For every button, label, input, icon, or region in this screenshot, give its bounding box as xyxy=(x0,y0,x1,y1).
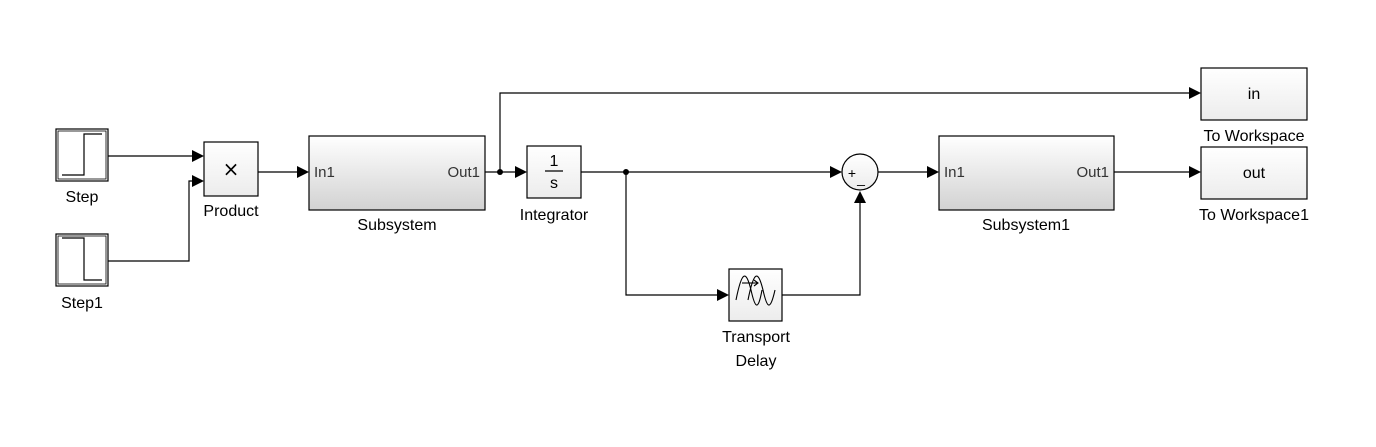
subsystem1-block[interactable]: In1 Out1 Subsystem1 xyxy=(938,135,1115,234)
sum-block[interactable]: + _ xyxy=(841,153,879,191)
step-waveform-icon xyxy=(62,237,102,281)
arrow-icon xyxy=(192,175,204,187)
transport-delay-block[interactable]: Transport Delay xyxy=(722,268,790,370)
step-label: Step xyxy=(66,189,99,206)
arrow-icon xyxy=(192,150,204,162)
junction-dot xyxy=(497,169,503,175)
step1-block[interactable]: Step1 xyxy=(55,233,109,312)
arrow-icon xyxy=(717,289,729,301)
arrow-icon xyxy=(297,166,309,178)
wire-delay-to-sum[interactable] xyxy=(782,202,861,296)
arrow-icon xyxy=(515,166,527,178)
transport-delay-label-line2: Delay xyxy=(736,353,777,370)
subsystem-label: Subsystem xyxy=(357,217,436,234)
subsystem1-label: Subsystem1 xyxy=(982,217,1070,234)
arrow-icon xyxy=(927,166,939,178)
transport-delay-icon xyxy=(735,275,776,306)
arrow-icon xyxy=(830,166,842,178)
to-workspace1-block[interactable]: out To Workspace1 xyxy=(1199,146,1309,224)
wire-step1-to-product[interactable] xyxy=(108,180,194,262)
integrator-denominator: s xyxy=(550,175,558,192)
multiply-icon: × xyxy=(223,157,240,181)
integrator-label: Integrator xyxy=(520,207,589,224)
to-workspace-label: To Workspace xyxy=(1203,128,1304,145)
step-waveform-icon xyxy=(62,133,102,176)
integrator-block[interactable]: 1 s Integrator xyxy=(520,145,589,224)
wire-branch-to-delay[interactable] xyxy=(625,172,718,296)
subsystem1-in-port-label: In1 xyxy=(944,164,965,181)
sum-minus-sign: _ xyxy=(856,170,865,186)
to-workspace-block[interactable]: in To Workspace xyxy=(1200,67,1308,145)
arrow-icon xyxy=(1189,87,1201,99)
signal-lines xyxy=(108,87,1201,301)
product-block[interactable]: × Product xyxy=(203,141,259,220)
step1-label: Step1 xyxy=(61,295,103,312)
subsystem-out-port-label: Out1 xyxy=(447,164,480,181)
junction-dot xyxy=(623,169,629,175)
sum-plus-sign: + xyxy=(848,165,856,181)
transport-delay-label-line1: Transport xyxy=(722,329,790,346)
subsystem-block[interactable]: In1 Out1 Subsystem xyxy=(308,135,486,234)
step-block[interactable]: Step xyxy=(55,128,109,206)
subsystem-in-port-label: In1 xyxy=(314,164,335,181)
product-label: Product xyxy=(203,203,259,220)
wire-branch-to-workspace[interactable] xyxy=(499,92,1190,172)
to-workspace1-label: To Workspace1 xyxy=(1199,207,1309,224)
to-workspace1-variable: out xyxy=(1243,165,1266,182)
arrow-icon xyxy=(854,191,866,203)
arrow-icon xyxy=(1189,166,1201,178)
subsystem1-out-port-label: Out1 xyxy=(1076,164,1109,181)
to-workspace-variable: in xyxy=(1248,86,1260,103)
integrator-numerator: 1 xyxy=(550,153,559,170)
